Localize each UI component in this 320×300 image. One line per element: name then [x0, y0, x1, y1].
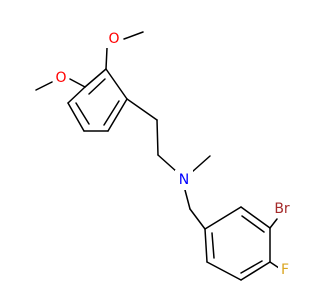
bond-ch2-n	[157, 154, 178, 173]
bond-ring2-f-inner	[211, 232, 215, 259]
bond-ring1-f	[84, 68, 107, 88]
bond-n-benzyl	[184, 189, 191, 210]
bond-methyl-o-top	[123, 31, 144, 40]
bond-ring1-f-inner	[88, 78, 106, 95]
bond-ring1-b-inner	[103, 100, 120, 126]
bond-ring2-b-inner	[241, 215, 265, 233]
bond-ring1-d	[67, 102, 85, 132]
bond-n-methyl	[191, 155, 211, 173]
bond-o-left-ring	[69, 78, 86, 88]
bond-methyl-o-left	[35, 81, 53, 91]
svg-text:O: O	[108, 31, 119, 47]
svg-text:F: F	[281, 262, 289, 278]
bond-ring2-br	[269, 218, 278, 229]
bond-ring2-d-inner	[240, 260, 263, 274]
bond-ring2-d	[240, 261, 271, 281]
svg-text:O: O	[55, 70, 66, 86]
bond-ring1-b	[107, 98, 128, 132]
bromine-atom: Br	[271, 200, 293, 218]
bond-o-top-ring	[105, 47, 108, 70]
atom-labels: O O N Br F	[53, 30, 293, 279]
bond-ring1-d-inner	[75, 102, 90, 125]
bond-ring2-e	[206, 261, 242, 281]
bond-ring2-f	[204, 228, 208, 263]
bond-ring1-e	[67, 86, 86, 104]
svg-text:Br: Br	[274, 201, 290, 217]
bond-ring1-a	[105, 68, 128, 100]
molecule-drawing: O O N Br F	[35, 30, 293, 281]
bonds	[35, 31, 280, 281]
structure-diagram: O O N Br F	[35, 30, 293, 281]
bond-ring2-b	[240, 206, 271, 229]
oxygen-top-atom: O	[106, 30, 122, 48]
bond-ch2-ch2	[156, 119, 159, 156]
oxygen-left-atom: O	[53, 69, 69, 87]
nitrogen-atom: N	[175, 170, 193, 190]
fluorine-atom: F	[278, 261, 292, 279]
svg-text:N: N	[179, 172, 189, 188]
bond-ring1-ch2	[126, 98, 158, 121]
bond-benzyl-ring2	[189, 208, 206, 230]
bond-ring2-a	[204, 206, 242, 230]
bond-ring2-f	[269, 261, 280, 269]
